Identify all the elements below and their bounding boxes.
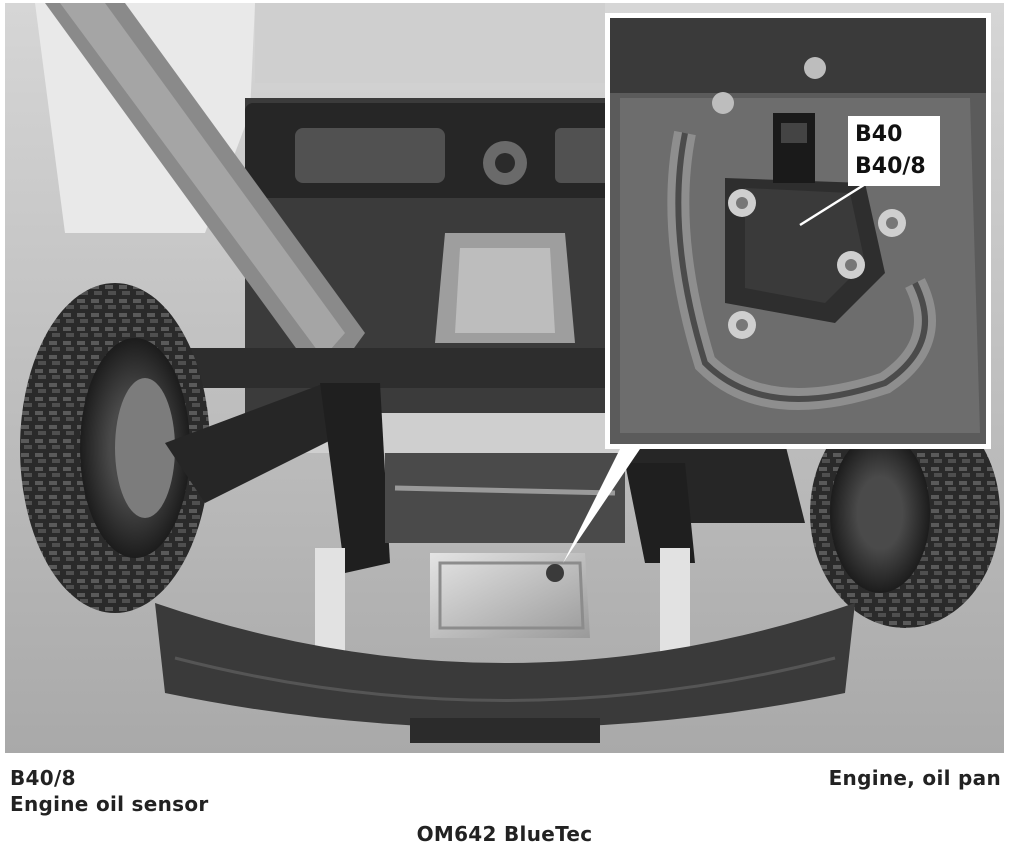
inset-label-b40-8: B40/8: [855, 154, 926, 179]
caption-engine: OM642 BlueTec: [0, 821, 1009, 847]
inset-label-b40: B40: [855, 122, 902, 147]
callout-pointer: [563, 449, 640, 563]
inset-detail-view: B40 B40/8: [610, 18, 986, 444]
caption-left: B40/8 Engine oil sensor: [10, 765, 209, 817]
engine-designation: OM642 BlueTec: [416, 822, 593, 846]
caption-right: Engine, oil pan: [829, 765, 1001, 791]
component-code: B40/8: [10, 766, 76, 790]
inset-leader-line: [799, 181, 868, 227]
component-name: Engine oil sensor: [10, 792, 209, 816]
component-location: Engine, oil pan: [828, 766, 1001, 790]
vehicle-underside-photo: B40 B40/8: [5, 3, 1004, 753]
